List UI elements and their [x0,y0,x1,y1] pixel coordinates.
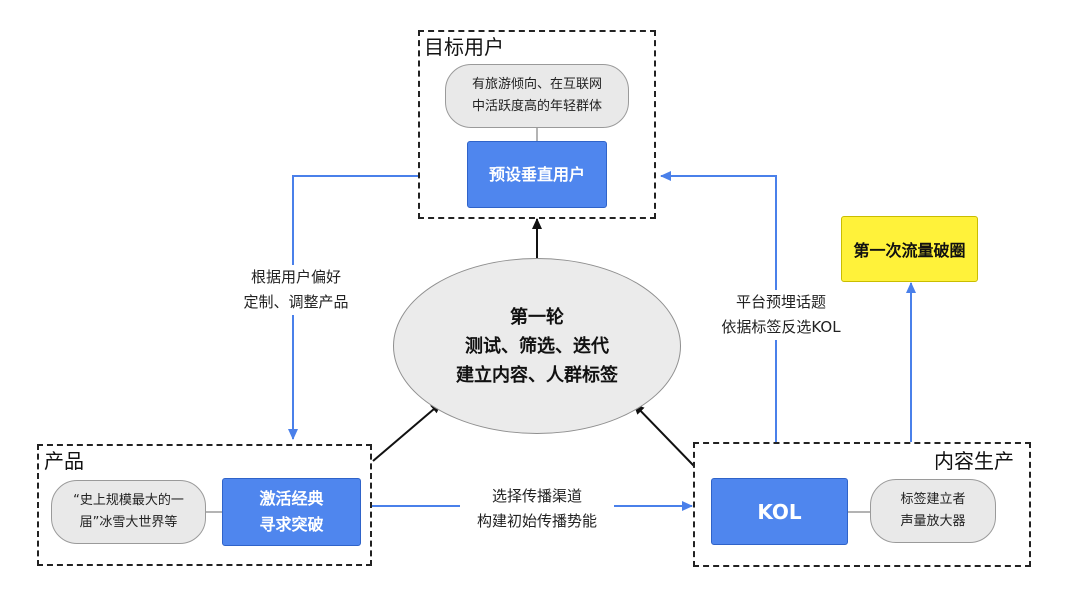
edge-label-channels: 选择传播渠道 构建初始传播势能 [460,484,614,534]
product-desc-line-1: “史上规模最大的一 [73,493,184,508]
product-group [37,444,372,566]
content-production-group [693,442,1031,567]
activate-classic-box: 激活经典 寻求突破 [222,478,361,546]
product-box-line-1: 激活经典 [259,489,324,508]
content-production-title: 内容生产 [934,449,1014,473]
arrow-product-to-center [372,402,442,462]
edge-right-line-1: 平台预埋话题 [735,293,826,311]
target-users-group [418,30,656,219]
product-title: 产品 [44,449,84,473]
kol-description: 标签建立者 声量放大器 [870,479,996,543]
target-users-desc-line-1: 有旅游倾向、在互联网 [471,77,602,92]
edge-left-line-2: 定制、调整产品 [243,293,349,311]
edge-bottom-line-2: 构建初始传播势能 [476,512,597,530]
first-traffic-breakout-box: 第一次流量破圈 [841,216,978,282]
arrow-content-to-users [660,171,777,442]
kol-box: KOL [711,478,848,545]
edge-label-platform-topics: 平台预埋话题 依据标签反选KOL [704,290,858,340]
kol-desc-line-1: 标签建立者 [900,492,966,507]
target-users-desc-line-2: 中活跃度高的年轻群体 [471,99,602,114]
preset-vertical-users-box: 预设垂直用户 [467,141,607,208]
center-line-1: 第一轮 [510,306,564,328]
edge-bottom-line-1: 选择传播渠道 [491,487,582,505]
target-users-description: 有旅游倾向、在互联网 中活跃度高的年轻群体 [445,64,629,128]
target-users-title: 目标用户 [424,35,504,59]
arrow-content-to-center [633,403,695,467]
edge-left-line-1: 根据用户偏好 [250,268,341,286]
first-round-ellipse: 第一轮 测试、筛选、迭代 建立内容、人群标签 [393,258,681,434]
product-desc-line-2: 届”冰雪大世界等 [79,515,178,530]
arrow-users-to-product [288,175,418,440]
edge-label-user-preference: 根据用户偏好 定制、调整产品 [224,265,368,315]
center-line-3: 建立内容、人群标签 [456,364,618,386]
product-description: “史上规模最大的一 届”冰雪大世界等 [51,480,206,544]
edge-right-line-2: 依据标签反选KOL [721,318,841,336]
product-box-line-2: 寻求突破 [259,515,324,534]
kol-desc-line-2: 声量放大器 [900,514,966,529]
center-line-2: 测试、筛选、迭代 [465,335,609,357]
